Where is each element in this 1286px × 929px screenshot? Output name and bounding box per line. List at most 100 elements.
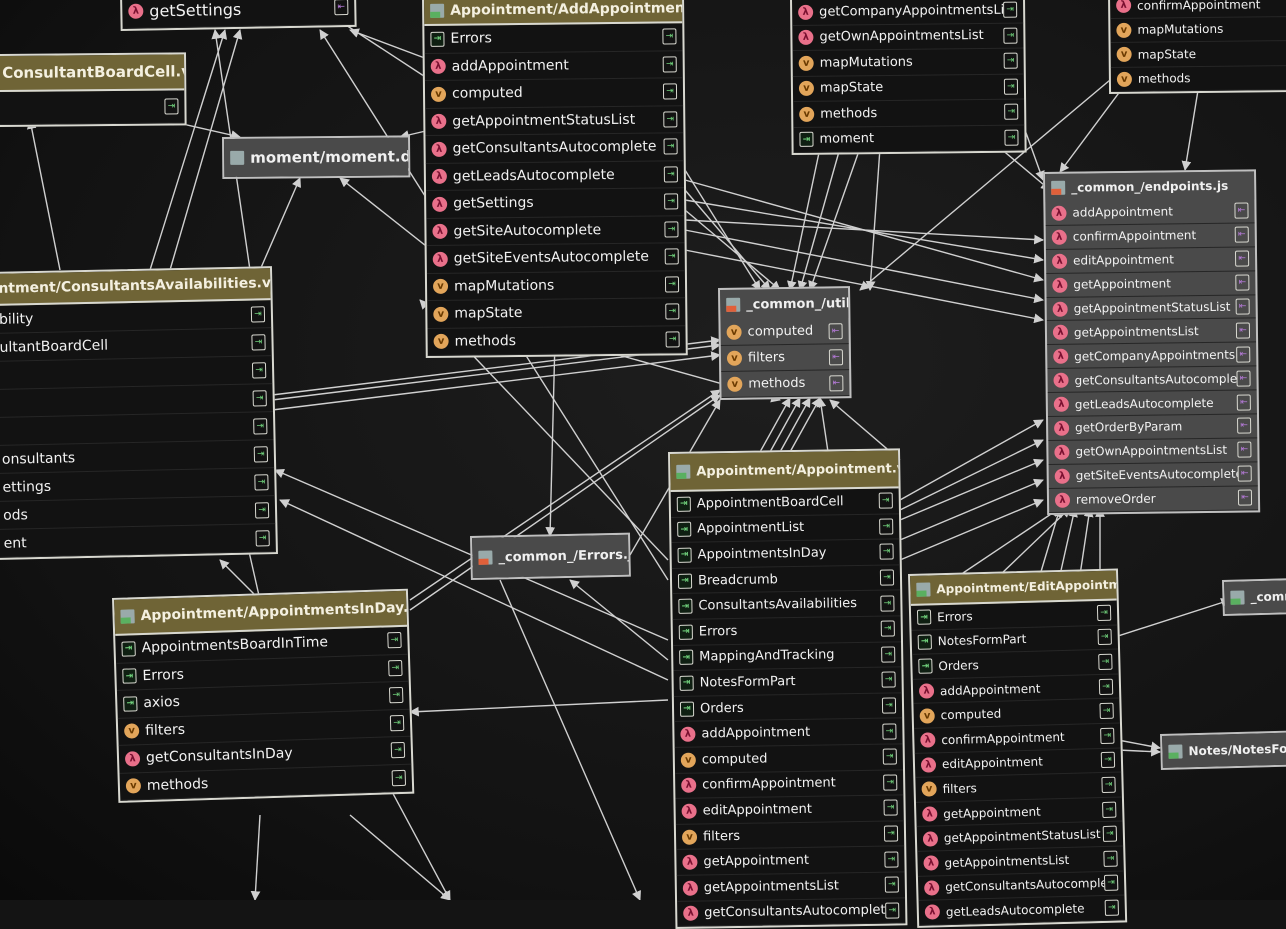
import-port-icon[interactable]: ⇥ [1103, 850, 1118, 867]
node-notes-form-part[interactable]: Notes/NotesFormPart.v [1160, 730, 1286, 770]
export-port-icon[interactable]: ⇤ [334, 0, 349, 16]
import-port-icon[interactable]: ⇥ [881, 646, 896, 663]
import-port-icon[interactable]: ⇥ [1003, 52, 1018, 70]
import-port-icon[interactable]: ⇥ [883, 799, 898, 817]
node-header[interactable]: _common_/util.js [720, 288, 852, 320]
import-port-icon[interactable]: ⇥ [879, 543, 894, 561]
import-port-icon[interactable]: ⇥ [1102, 825, 1118, 843]
import-port-icon[interactable]: ⇥ [1099, 702, 1114, 720]
import-port-icon[interactable]: ⇥ [251, 361, 267, 379]
export-port-icon[interactable]: ⇤ [828, 348, 844, 365]
import-port-icon[interactable]: ⇥ [1097, 629, 1112, 646]
member-row[interactable]: ⇥AppointmentList⇥ [671, 513, 900, 544]
import-port-icon[interactable]: ⇥ [1101, 776, 1116, 793]
node-header[interactable]: _common_/Errors.js [472, 534, 631, 578]
node-common-partial[interactable]: _common [1222, 577, 1286, 616]
import-port-icon[interactable]: ⇥ [1096, 604, 1112, 621]
member-row[interactable]: ⇥Orders⇥ [673, 693, 903, 723]
import-port-icon[interactable]: ⇥ [252, 389, 267, 407]
import-port-icon[interactable]: ⇥ [663, 111, 678, 128]
node-header[interactable]: ConsultantBoardCell.vue [0, 54, 187, 92]
export-port-icon[interactable]: ⇤ [1236, 394, 1251, 411]
import-port-icon[interactable]: ⇥ [665, 331, 680, 348]
import-port-icon[interactable]: ⇥ [1100, 752, 1116, 769]
import-port-icon[interactable]: ⇥ [662, 83, 678, 100]
member-row[interactable]: ⇥ [0, 90, 185, 125]
import-port-icon[interactable]: ⇥ [662, 28, 677, 45]
export-port-icon[interactable]: ⇤ [1234, 226, 1249, 243]
import-port-icon[interactable]: ⇥ [881, 697, 897, 714]
import-port-icon[interactable]: ⇥ [880, 595, 895, 612]
export-port-icon[interactable]: ⇤ [1236, 370, 1251, 387]
import-port-icon[interactable]: ⇥ [884, 851, 899, 868]
import-port-icon[interactable]: ⇥ [664, 276, 680, 293]
node-consultant-board-cell[interactable]: ConsultantBoardCell.vue ⇥ [0, 52, 187, 127]
import-port-icon[interactable]: ⇥ [255, 529, 270, 546]
import-port-icon[interactable]: ⇥ [665, 303, 680, 320]
member-row[interactable]: ent⇥ [0, 524, 276, 558]
node-header[interactable]: _common [1224, 579, 1286, 614]
import-port-icon[interactable]: ⇥ [1102, 801, 1117, 818]
member-row[interactable]: ⇥AppointmentsInDay⇥ [671, 539, 900, 569]
export-port-icon[interactable]: ⇤ [1236, 346, 1251, 363]
export-port-icon[interactable]: ⇤ [1234, 250, 1250, 267]
node-header[interactable]: Appointment/Appointment.vue [670, 450, 907, 492]
import-port-icon[interactable]: ⇥ [387, 632, 402, 649]
import-port-icon[interactable]: ⇥ [251, 333, 266, 351]
import-port-icon[interactable]: ⇥ [663, 166, 678, 183]
import-port-icon[interactable]: ⇥ [1098, 678, 1114, 695]
import-port-icon[interactable]: ⇥ [254, 501, 270, 518]
import-port-icon[interactable]: ⇥ [879, 569, 895, 586]
import-port-icon[interactable]: ⇥ [164, 98, 179, 115]
import-port-icon[interactable]: ⇥ [883, 774, 898, 791]
import-port-icon[interactable]: ⇥ [662, 56, 677, 73]
import-port-icon[interactable]: ⇥ [880, 620, 895, 637]
import-port-icon[interactable]: ⇥ [1003, 78, 1019, 95]
import-port-icon[interactable]: ⇥ [250, 305, 266, 323]
import-port-icon[interactable]: ⇥ [664, 193, 679, 210]
import-port-icon[interactable]: ⇥ [882, 748, 897, 765]
export-port-icon[interactable]: ⇤ [1235, 274, 1250, 291]
import-port-icon[interactable]: ⇥ [1004, 129, 1019, 146]
import-port-icon[interactable]: ⇥ [882, 723, 897, 740]
import-port-icon[interactable]: ⇥ [881, 671, 896, 689]
import-port-icon[interactable]: ⇥ [388, 659, 403, 677]
node-header[interactable]: Notes/NotesFormPart.v [1162, 732, 1286, 768]
import-port-icon[interactable]: ⇥ [885, 902, 900, 919]
import-port-icon[interactable]: ⇥ [883, 825, 899, 842]
export-port-icon[interactable]: ⇤ [1234, 202, 1249, 220]
import-port-icon[interactable]: ⇥ [878, 492, 893, 509]
import-port-icon[interactable]: ⇥ [253, 445, 269, 463]
node-appointments-in-day[interactable]: Appointment/AppointmentsInDay.vue⇥Appoin… [112, 588, 415, 803]
